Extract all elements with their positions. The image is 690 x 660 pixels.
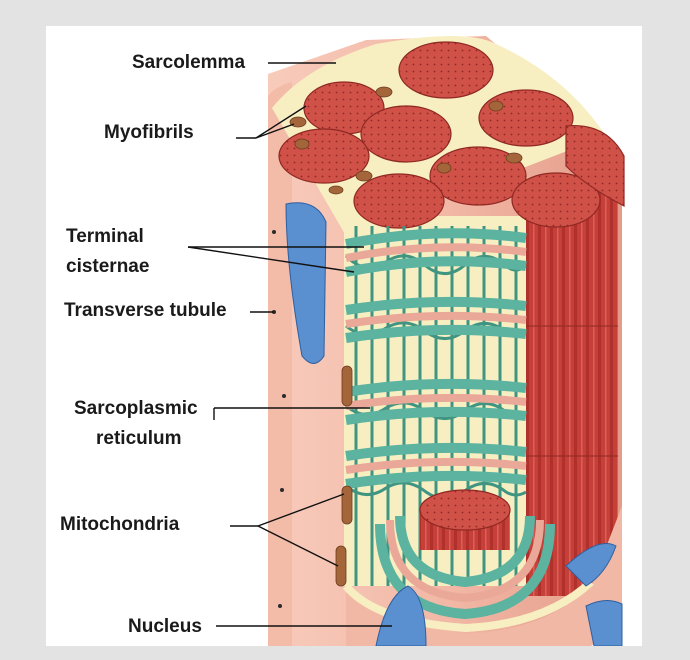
terminal-cisterna [345, 406, 527, 425]
diagram-panel: Sarcolemma Myofibrils Terminal cisternae… [46, 26, 642, 646]
terminal-cisterna [345, 228, 527, 249]
top-mitochondria [289, 86, 523, 195]
terminal-cisterna [345, 378, 527, 397]
nucleus [565, 543, 617, 587]
terminal-cisterna [345, 256, 527, 277]
edge-mitochondria [335, 365, 353, 587]
myofibril [565, 124, 625, 207]
transverse-tubule-band [345, 311, 527, 328]
label-nucleus: Nucleus [128, 616, 202, 637]
wrapped-myofibril [375, 489, 555, 620]
muscle-fiber-illustration [187, 36, 625, 646]
label-sarcolemma: Sarcolemma [132, 52, 246, 73]
transverse-tubule-band [345, 457, 527, 474]
triad-bands [345, 228, 527, 489]
terminal-cisterna [345, 442, 527, 461]
label-mitochondria: Mitochondria [60, 514, 180, 535]
terminal-cisterna [345, 324, 527, 343]
myofibril [278, 128, 370, 184]
nucleus [585, 600, 623, 646]
myofibril-cross-sections [278, 41, 625, 229]
terminal-cisterna [345, 470, 527, 489]
myofibril [353, 173, 445, 229]
label-transverse-tubule: Transverse tubule [64, 300, 227, 321]
transverse-tubule-band [345, 393, 527, 410]
myofibril [511, 172, 601, 228]
myofibril [429, 146, 527, 206]
terminal-cisterna [345, 296, 527, 315]
label-sarcoplasmic-reticulum-line1: Sarcoplasmic [74, 398, 198, 419]
nucleus [285, 202, 327, 364]
nucleus [375, 585, 427, 646]
leader-lines [187, 62, 392, 627]
nuclei [285, 202, 623, 646]
myofibril [478, 89, 574, 147]
transverse-tubule-band [345, 243, 527, 262]
label-myofibrils: Myofibrils [104, 122, 194, 143]
label-sarcoplasmic-reticulum-line2: reticulum [96, 428, 182, 449]
label-terminal-cisternae-line1: Terminal [66, 226, 144, 247]
label-terminal-cisternae-line2: cisternae [66, 256, 150, 277]
myofibril [398, 41, 494, 99]
myofibril [360, 105, 452, 163]
